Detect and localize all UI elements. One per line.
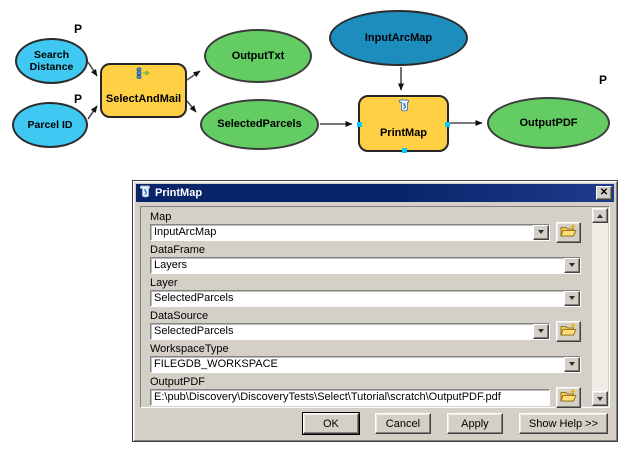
- folder-browse-icon: [560, 323, 577, 340]
- field-label: DataFrame: [150, 244, 206, 256]
- node-search-distance[interactable]: Search Distance: [15, 38, 88, 84]
- connector-lines: [87, 61, 483, 127]
- node-select-and-mail[interactable]: SelectAndMail: [100, 63, 187, 118]
- dialog-titlebar[interactable]: PrintMap ✕: [136, 184, 614, 202]
- field-row-datasource: DataSource SelectedParcels: [150, 310, 581, 342]
- combobox-value[interactable]: FILEGDB_WORKSPACE: [154, 358, 278, 370]
- connector-searchdistance-selectandmail: [87, 61, 98, 77]
- dialog-button-row: OK Cancel Apply Show Help >>: [302, 413, 608, 434]
- scroll-up-icon[interactable]: [592, 208, 608, 223]
- printmap-dialog: PrintMap ✕ Map InputArcMap: [132, 180, 618, 442]
- parameter-marker-output-pdf: P: [599, 73, 608, 87]
- node-input-arcmap[interactable]: InputArcMap: [329, 10, 468, 66]
- node-label: Search Distance: [29, 48, 74, 73]
- node-parcel-id[interactable]: Parcel ID: [12, 102, 88, 148]
- node-selected-parcels[interactable]: SelectedParcels: [200, 99, 319, 150]
- connector-selectandmail-selectedparcels: [186, 100, 197, 113]
- dropdown-arrow-icon[interactable]: [564, 257, 580, 273]
- dataframe-combobox[interactable]: Layers: [150, 256, 581, 274]
- datasource-combobox[interactable]: SelectedParcels: [150, 322, 550, 340]
- outputpdf-browse-button[interactable]: [556, 386, 581, 408]
- field-label: OutputPDF: [150, 376, 206, 388]
- text-input-value[interactable]: E:\pub\Discovery\DiscoveryTests\Select\T…: [154, 391, 501, 403]
- node-label: InputArcMap: [364, 31, 433, 44]
- node-output-txt[interactable]: OutputTxt: [204, 29, 312, 83]
- model-icon: [136, 67, 152, 82]
- node-print-map[interactable]: PrintMap: [357, 95, 450, 153]
- field-row-outputpdf: OutputPDF E:\pub\Discovery\DiscoveryTest…: [150, 376, 581, 408]
- field-label: DataSource: [150, 310, 209, 322]
- script-icon: [397, 99, 410, 115]
- scroll-down-icon[interactable]: [592, 391, 608, 406]
- outputpdf-text-input[interactable]: E:\pub\Discovery\DiscoveryTests\Select\T…: [150, 388, 550, 406]
- map-browse-button[interactable]: [556, 221, 581, 243]
- parameter-marker-search-distance: P: [74, 22, 83, 36]
- selection-handle[interactable]: [357, 122, 362, 127]
- node-label: SelectAndMail: [105, 93, 182, 105]
- node-label: Parcel ID: [27, 118, 73, 131]
- node-label: SelectedParcels: [217, 118, 302, 131]
- combobox-value[interactable]: Layers: [154, 259, 188, 271]
- layer-combobox[interactable]: SelectedParcels: [150, 289, 581, 307]
- close-icon[interactable]: ✕: [596, 186, 612, 200]
- datasource-browse-button[interactable]: [556, 320, 581, 342]
- selection-handle[interactable]: [402, 148, 407, 153]
- map-combobox[interactable]: InputArcMap: [150, 223, 550, 241]
- combobox-value[interactable]: SelectedParcels: [154, 292, 234, 304]
- parameter-marker-parcel-id: P: [74, 92, 83, 106]
- workspacetype-combobox[interactable]: FILEGDB_WORKSPACE: [150, 355, 581, 373]
- field-row-map: Map InputArcMap: [150, 211, 581, 243]
- dialog-title: PrintMap: [155, 187, 203, 199]
- field-row-dataframe: DataFrame Layers: [150, 244, 581, 274]
- field-label: WorkspaceType: [150, 343, 229, 355]
- node-label: OutputTxt: [231, 49, 285, 62]
- show-help-button[interactable]: Show Help >>: [518, 413, 608, 434]
- cancel-button[interactable]: Cancel: [374, 413, 431, 434]
- apply-button[interactable]: Apply: [446, 413, 503, 434]
- node-label: OutputPDF: [519, 116, 578, 129]
- parameters-panel: Map InputArcMap: [140, 206, 610, 408]
- combobox-value[interactable]: SelectedParcels: [154, 325, 234, 337]
- dropdown-arrow-icon[interactable]: [533, 323, 549, 339]
- script-icon: [138, 185, 151, 201]
- dropdown-arrow-icon[interactable]: [564, 290, 580, 306]
- folder-browse-icon: [560, 389, 577, 406]
- selection-handle[interactable]: [445, 122, 450, 127]
- combobox-value[interactable]: InputArcMap: [154, 226, 217, 238]
- field-label: Map: [150, 211, 172, 223]
- node-label: PrintMap: [379, 126, 428, 139]
- connector-parcelid-selectandmail: [87, 105, 98, 120]
- dropdown-arrow-icon[interactable]: [564, 356, 580, 372]
- connector-selectandmail-outputtxt: [186, 70, 201, 81]
- field-row-layer: Layer SelectedParcels: [150, 277, 581, 307]
- panel-scrollbar[interactable]: [592, 208, 608, 406]
- dropdown-arrow-icon[interactable]: [533, 224, 549, 240]
- node-output-pdf[interactable]: OutputPDF: [487, 97, 610, 149]
- field-row-workspacetype: WorkspaceType FILEGDB_WORKSPACE: [150, 343, 581, 373]
- field-label: Layer: [150, 277, 178, 289]
- ok-button[interactable]: OK: [302, 413, 359, 434]
- folder-browse-icon: [560, 224, 577, 241]
